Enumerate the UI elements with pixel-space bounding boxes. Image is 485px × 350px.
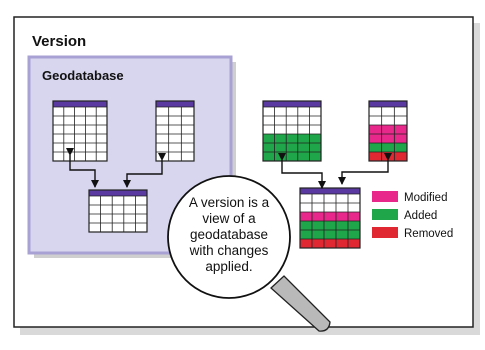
table-row — [263, 125, 321, 134]
table-row — [263, 152, 321, 161]
table-row — [369, 143, 407, 152]
table-row — [156, 116, 194, 125]
table-row — [369, 152, 407, 161]
table-row — [53, 143, 107, 152]
base-table-bottom — [88, 189, 148, 233]
table-row — [53, 107, 107, 116]
legend-item-modified: Modified — [372, 191, 447, 204]
diagram-title: Version — [32, 33, 86, 50]
table-grid — [89, 195, 147, 233]
table-row — [300, 194, 360, 203]
table-row — [300, 203, 360, 212]
legend-label: Modified — [404, 192, 447, 204]
base-table-right — [155, 100, 195, 162]
table-row — [156, 134, 194, 143]
table-row — [300, 221, 360, 230]
table-row — [53, 134, 107, 143]
legend-swatch — [372, 209, 398, 220]
magnifier-lens — [167, 175, 291, 299]
magnifier-handle — [270, 275, 331, 332]
table-row — [369, 116, 407, 125]
callout-line: A version is a — [189, 195, 270, 210]
table-row — [89, 196, 147, 205]
version-relationship-arrows — [278, 153, 392, 189]
version-table-bottom — [299, 187, 361, 249]
table-row — [263, 107, 321, 116]
table-border — [299, 187, 361, 249]
table-row — [263, 134, 321, 143]
callout-line: with changes — [189, 243, 269, 258]
version-table-left — [262, 100, 322, 162]
table-header — [369, 101, 407, 107]
legend-item-added: Added — [372, 209, 437, 222]
table-header — [300, 188, 360, 194]
table-grid — [369, 106, 407, 162]
base-table-left — [52, 100, 108, 162]
table-row — [300, 230, 360, 239]
table-border — [155, 100, 195, 162]
table-row — [369, 134, 407, 143]
table-row — [369, 107, 407, 116]
legend-item-removed: Removed — [372, 227, 453, 240]
geodatabase-panel-title: Geodatabase — [42, 68, 124, 83]
table-row — [53, 116, 107, 125]
table-header — [53, 101, 107, 107]
legend-label: Removed — [404, 228, 453, 240]
table-row — [263, 143, 321, 152]
table-row — [89, 214, 147, 223]
callout-line: applied. — [205, 259, 252, 274]
legend-swatch — [372, 227, 398, 238]
table-row — [156, 125, 194, 134]
callout-line: view of a — [202, 211, 256, 226]
table-row — [156, 152, 194, 161]
table-row — [300, 212, 360, 221]
table-border — [88, 189, 148, 233]
table-row — [263, 116, 321, 125]
table-row — [156, 107, 194, 116]
version-table-right — [368, 100, 408, 162]
table-header — [156, 101, 194, 107]
table-row — [89, 223, 147, 232]
table-row — [89, 205, 147, 214]
table-row — [300, 239, 360, 248]
legend-label: Added — [404, 210, 437, 222]
legend-swatch — [372, 191, 398, 202]
callout-line: geodatabase — [190, 227, 268, 242]
table-row — [53, 125, 107, 134]
geodatabase-relationship-arrows — [66, 148, 166, 188]
table-row — [369, 125, 407, 134]
table-header — [89, 190, 147, 196]
table-row — [156, 143, 194, 152]
table-header — [263, 101, 321, 107]
table-row — [53, 152, 107, 161]
